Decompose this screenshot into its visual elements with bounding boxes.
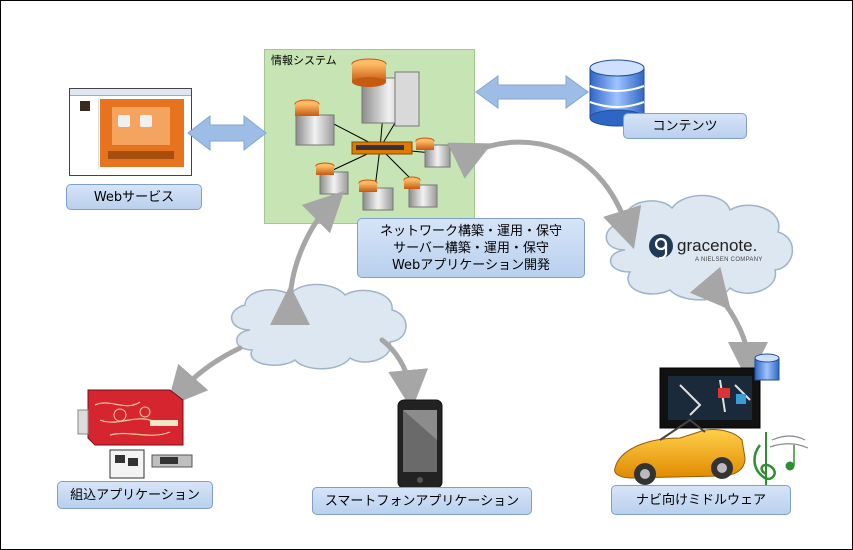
database-small-icon	[754, 353, 780, 381]
server-icon-bottom-left	[315, 162, 349, 195]
label-navi: ナビ向けミドルウェア	[611, 485, 791, 515]
gracenote-name: gracenote.	[677, 236, 758, 255]
double-arrow-system-contents	[475, 75, 589, 109]
information-system-title: 情報システム	[271, 54, 337, 67]
label-embedded: 組込アプリケーション	[57, 481, 213, 509]
server-icon-right	[415, 137, 451, 168]
gracenote-tagline: A NIELSEN COMPANY	[695, 257, 763, 263]
label-embedded-text: 組込アプリケーション	[70, 487, 200, 503]
curve-cloud-embedded	[166, 345, 243, 407]
navigation-screen-icon	[659, 367, 761, 429]
smartphone-icon	[397, 399, 443, 489]
label-smartphone-text: スマートフォンアプリケーション	[324, 493, 520, 509]
label-contents: コンテンツ	[623, 113, 747, 139]
cloud-icon-center	[231, 283, 407, 370]
server-icon-bottom-right	[403, 176, 438, 208]
label-navi-text: ナビ向けミドルウェア	[635, 492, 766, 508]
curve-system-gracenote	[447, 139, 642, 250]
double-arrow-web-system	[187, 114, 267, 152]
server-icon-bottom-center	[358, 179, 394, 211]
label-services: ネットワーク構築・運用・保守 サーバー構築・運用・保守 Webアプリケーション開…	[357, 218, 585, 278]
chip-icon	[109, 449, 193, 479]
curve-gracenote-navi	[689, 266, 768, 382]
label-services-line2: サーバー構築・運用・保守	[393, 240, 549, 256]
gracenote-logo-icon	[649, 234, 673, 260]
network-switch-icon	[351, 141, 413, 155]
label-services-line3: Webアプリケーション開発	[391, 257, 551, 273]
music-note-icon	[753, 432, 809, 486]
label-web-service-text: Webサービス	[93, 189, 175, 205]
car-icon	[614, 418, 746, 485]
label-contents-text: コンテンツ	[652, 118, 718, 134]
curve-cloud-system	[269, 190, 345, 326]
label-web-service: Webサービス	[66, 184, 202, 210]
label-smartphone: スマートフォンアプリケーション	[312, 487, 532, 515]
label-services-line1: ネットワーク構築・運用・保守	[379, 223, 562, 239]
server-icon-left	[294, 99, 335, 146]
circuit-board-icon	[77, 389, 184, 446]
website-screenshot	[69, 88, 192, 176]
curve-cloud-smartphone	[379, 337, 429, 410]
server-icon-main	[351, 58, 420, 127]
